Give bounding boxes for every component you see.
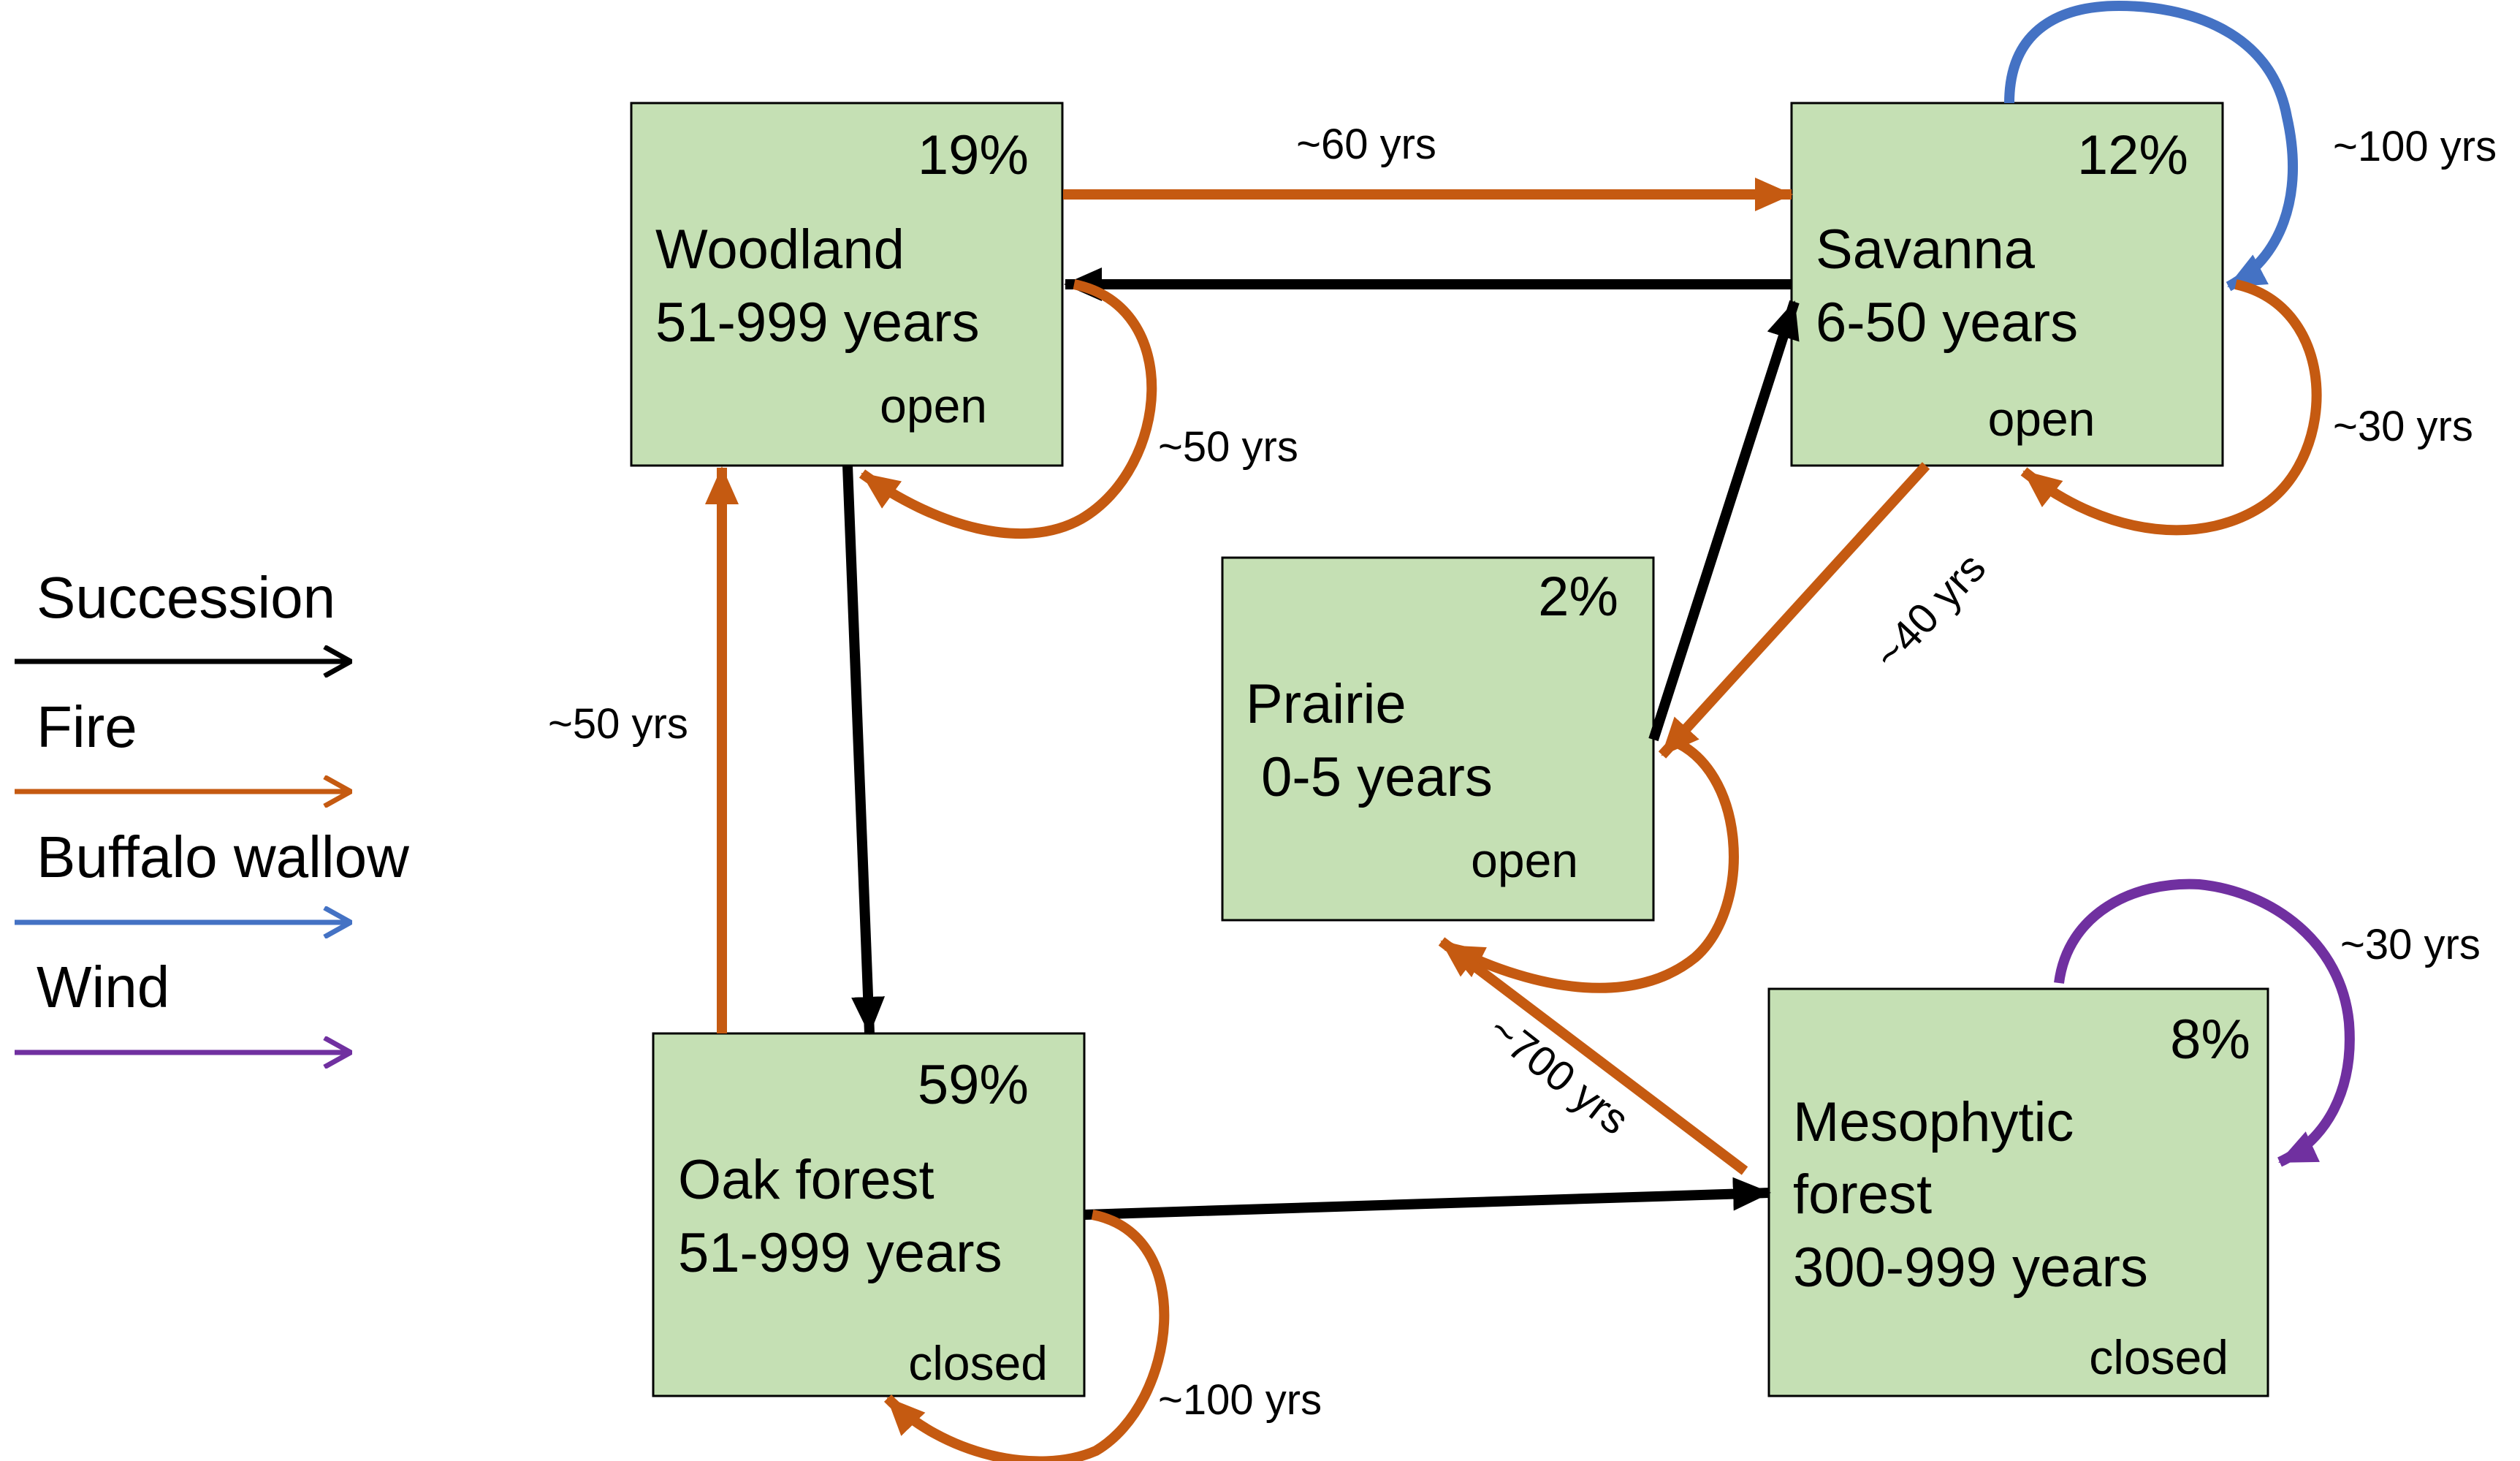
state-box-oak-forest bbox=[652, 1032, 1086, 1397]
arrow-woodland-self-fire bbox=[859, 279, 1157, 539]
legend-label-wind: Wind bbox=[37, 955, 170, 1020]
arrow-prairie-self-fire bbox=[1444, 735, 1739, 993]
state-age: 51-999 years bbox=[678, 1222, 1002, 1284]
state-name: Oak forest bbox=[678, 1149, 934, 1211]
state-age: 6-50 years bbox=[1816, 292, 2078, 354]
state-box-savanna bbox=[1790, 102, 2224, 467]
state-percent: 59% bbox=[918, 1054, 1029, 1116]
state-name-line2: forest bbox=[1793, 1164, 1932, 1226]
legend-label-buffalo-wallow: Buffalo wallow bbox=[37, 824, 409, 889]
state-canopy: closed bbox=[908, 1336, 1048, 1390]
state-age: 51-999 years bbox=[655, 292, 980, 354]
state-percent: 19% bbox=[918, 124, 1029, 186]
state-mesophytic-forest: 8% Mesophytic forest 300-999 years close… bbox=[1767, 987, 2269, 1397]
arrow-oak-forest-to-mesophytic-succession bbox=[1084, 1177, 1771, 1220]
state-prairie: 2% Prairie 0-5 years open bbox=[1221, 556, 1655, 922]
label-savanna-self-buffalo-wallow: ~100 yrs bbox=[2333, 123, 2497, 170]
label-oak-forest-to-woodland: ~50 yrs bbox=[548, 700, 688, 748]
legend: Succession Fire Buffalo wallow Wind bbox=[15, 565, 409, 1052]
arrow-oak-forest-self-fire bbox=[883, 1210, 1170, 1461]
arrow-mesophytic-self-wind bbox=[2054, 879, 2355, 1167]
state-percent: 8% bbox=[2170, 1009, 2250, 1071]
state-savanna: 12% Savanna 6-50 years open bbox=[1790, 102, 2224, 467]
legend-label-succession: Succession bbox=[37, 565, 335, 630]
arrow-savanna-self-fire bbox=[2020, 279, 2322, 536]
label-woodland-to-savanna: ~60 yrs bbox=[1296, 121, 1436, 168]
state-percent: 12% bbox=[2077, 124, 2188, 186]
state-name: Savanna bbox=[1816, 219, 2036, 281]
state-woodland: 19% Woodland 51-999 years open bbox=[630, 102, 1064, 467]
state-canopy: open bbox=[1471, 833, 1578, 887]
legend-label-fire: Fire bbox=[37, 694, 137, 759]
arrow-mesophytic-to-prairie-fire bbox=[1438, 937, 1748, 1175]
label-savanna-self-fire: ~30 yrs bbox=[2333, 403, 2473, 450]
state-name: Woodland bbox=[655, 219, 905, 281]
label-mesophytic-self: ~30 yrs bbox=[2340, 921, 2481, 968]
state-name-line1: Mesophytic bbox=[1793, 1091, 2074, 1153]
state-name: Prairie bbox=[1246, 673, 1406, 735]
arrow-prairie-to-savanna-succession bbox=[1648, 300, 1800, 742]
state-box-prairie bbox=[1221, 556, 1655, 922]
label-savanna-to-prairie: ~40 yrs bbox=[1865, 544, 1995, 679]
state-canopy: open bbox=[880, 379, 987, 433]
arrow-savanna-self-buffalo-wallow bbox=[2004, 0, 2299, 292]
label-woodland-self: ~50 yrs bbox=[1158, 423, 1298, 471]
state-percent: 2% bbox=[1538, 566, 1618, 628]
state-canopy: open bbox=[1988, 392, 2095, 446]
state-age: 300-999 years bbox=[1793, 1237, 2148, 1299]
state-age: 0-5 years bbox=[1246, 746, 1493, 808]
label-oak-forest-self: ~100 yrs bbox=[1158, 1376, 1322, 1424]
state-canopy: closed bbox=[2089, 1330, 2228, 1384]
arrow-woodland-to-oak-forest-succession bbox=[842, 465, 886, 1035]
arrow-savanna-to-prairie-fire bbox=[1658, 462, 1930, 759]
state-box-woodland bbox=[630, 102, 1064, 467]
state-oak-forest: 59% Oak forest 51-999 years closed bbox=[652, 1032, 1086, 1397]
